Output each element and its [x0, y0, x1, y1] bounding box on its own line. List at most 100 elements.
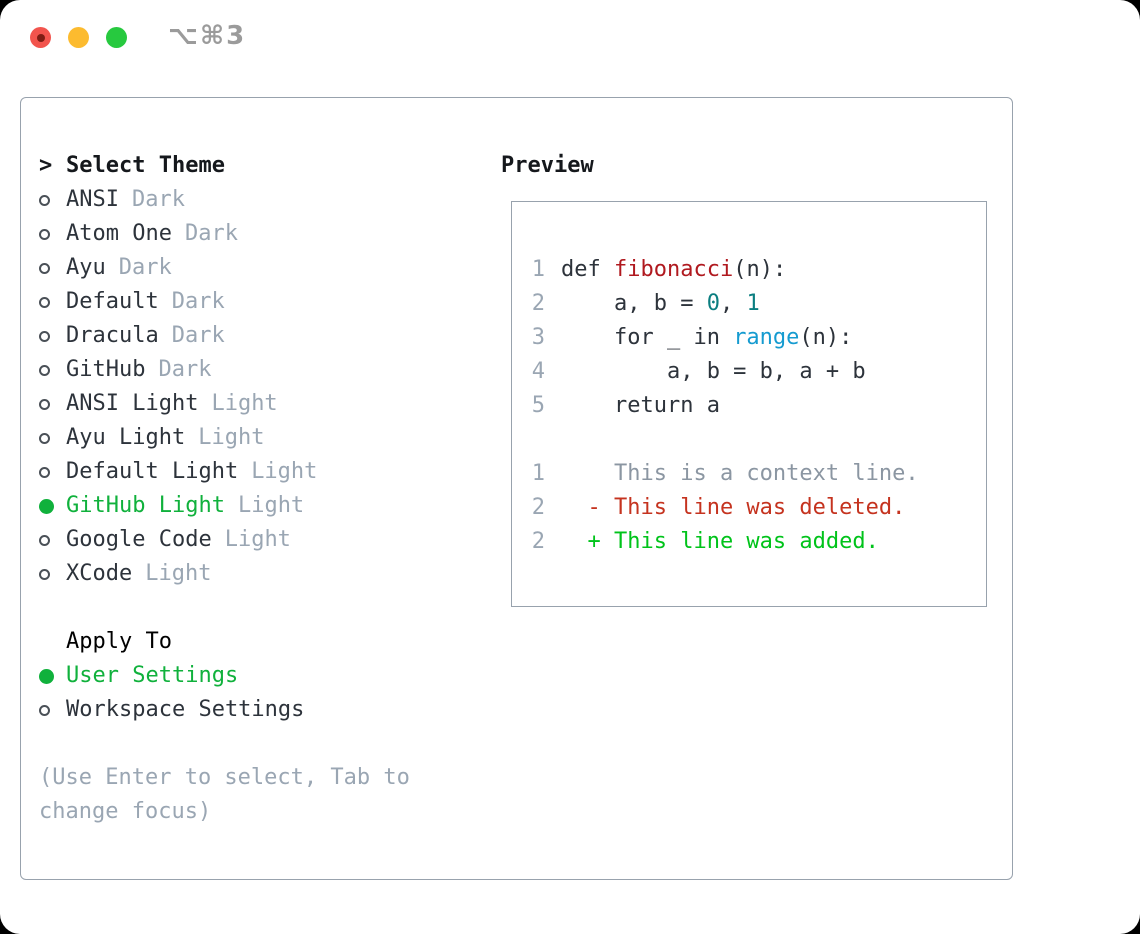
theme-option-name: Default	[66, 289, 159, 314]
code-segment-num: 1	[746, 291, 760, 316]
preview-line: 2 - This line was deleted.	[531, 491, 986, 525]
line-number: 1	[531, 257, 545, 282]
code-segment-builtin: range	[733, 325, 800, 350]
line-number: 2	[531, 495, 545, 520]
code-segment-code: for _ in	[561, 325, 734, 350]
apply-section-title: Apply To	[66, 629, 172, 654]
radio-icon	[39, 228, 66, 240]
close-button-dot-icon	[36, 33, 45, 42]
radio-icon	[39, 466, 66, 478]
prompt-caret-icon: >	[39, 153, 53, 178]
keyboard-hint: (Use Enter to select, Tab to change focu…	[39, 765, 410, 824]
theme-option-name: ANSI Light	[66, 391, 199, 416]
preview-line: 1 def fibonacci(n):	[531, 253, 986, 287]
radio-icon	[39, 398, 66, 410]
theme-option-tag: Dark	[171, 289, 225, 314]
line-number: 5	[531, 393, 545, 418]
preview-line: 3 for _ in range(n):	[531, 321, 986, 355]
theme-option[interactable]: Default Dark	[39, 285, 459, 319]
line-number: 2	[531, 529, 545, 554]
code-segment-deleted: - This line was deleted.	[561, 495, 906, 520]
theme-option-tag: Light	[237, 493, 305, 518]
apply-option-name: Workspace Settings	[66, 697, 305, 722]
titlebar: ⌥⌘3	[0, 0, 1140, 75]
theme-option[interactable]: XCode Light	[39, 557, 459, 591]
theme-option-name: GitHub	[66, 357, 146, 382]
theme-option[interactable]: GitHub Dark	[39, 353, 459, 387]
radio-icon	[39, 668, 66, 684]
radio-icon	[39, 296, 66, 308]
left-column: > Select Theme ANSI Dark Atom One Dark	[39, 149, 459, 829]
code-segment-num: 0	[706, 291, 720, 316]
theme-option-tag: Dark	[118, 255, 172, 280]
theme-option-tag: Dark	[171, 323, 225, 348]
preview-line	[531, 423, 986, 457]
theme-option-name: Google Code	[66, 527, 212, 552]
theme-option-name: Dracula	[66, 323, 159, 348]
theme-option-name: Ayu	[66, 255, 106, 280]
preview-title: Preview	[501, 153, 594, 178]
theme-section-header-row: > Select Theme	[39, 149, 459, 183]
code-segment-code: ,	[719, 291, 747, 316]
theme-picker-panel: > Select Theme ANSI Dark Atom One Dark	[20, 97, 1013, 880]
theme-option-name: Ayu Light	[66, 425, 186, 450]
radio-icon	[39, 498, 66, 514]
code-segment-func: fibonacci	[613, 257, 734, 282]
code-segment-code: def	[561, 257, 614, 282]
theme-option-tag: Light	[251, 459, 318, 484]
theme-option-name: XCode	[66, 561, 133, 586]
theme-option-name: ANSI	[66, 187, 119, 212]
radio-icon	[39, 364, 66, 376]
theme-option[interactable]: Ayu Light Light	[39, 421, 459, 455]
zoom-button[interactable]	[106, 27, 127, 48]
theme-option[interactable]: ANSI Light Light	[39, 387, 459, 421]
radio-icon	[39, 262, 66, 274]
code-segment-code: a, b = b, a + b	[561, 359, 866, 384]
theme-option[interactable]: Google Code Light	[39, 523, 459, 557]
preview-line: 2 + This line was added.	[531, 525, 986, 559]
radio-icon	[39, 330, 66, 342]
line-number: 1	[531, 461, 545, 486]
theme-option-name: Atom One	[66, 221, 172, 246]
code-segment-code: (n):	[733, 257, 787, 282]
code-segment-code: return a	[561, 393, 720, 418]
theme-option-tag: Light	[211, 391, 278, 416]
apply-option[interactable]: Workspace Settings	[39, 693, 459, 727]
apply-option-list: User Settings Workspace Settings	[39, 659, 459, 727]
apply-section-header-row: Apply To	[39, 625, 459, 659]
preview-line: 5 return a	[531, 389, 986, 423]
window-title: ⌥⌘3	[168, 21, 247, 51]
theme-section-title: Select Theme	[66, 153, 225, 178]
line-number: 3	[531, 325, 545, 350]
theme-option-name: Default Light	[66, 459, 239, 484]
theme-option-name: GitHub Light	[66, 493, 225, 518]
apply-option[interactable]: User Settings	[39, 659, 459, 693]
radio-icon	[39, 194, 66, 206]
theme-option-tag: Dark	[158, 357, 212, 382]
code-segment-added: + This line was added.	[561, 529, 879, 554]
close-button[interactable]	[30, 27, 51, 48]
theme-option-tag: Dark	[184, 221, 238, 246]
radio-icon	[39, 432, 66, 444]
theme-option[interactable]: Dracula Dark	[39, 319, 459, 353]
theme-option[interactable]: Default Light Light	[39, 455, 459, 489]
preview-line: 4 a, b = b, a + b	[531, 355, 986, 389]
radio-icon	[39, 534, 66, 546]
line-number: 2	[531, 291, 545, 316]
minimize-button[interactable]	[68, 27, 89, 48]
line-number: 4	[531, 359, 545, 384]
radio-icon	[39, 568, 66, 580]
theme-option-tag: Light	[198, 425, 265, 450]
theme-option-list: ANSI Dark Atom One Dark Ayu Dark	[39, 183, 459, 591]
spacer	[39, 591, 459, 625]
theme-option-tag: Light	[224, 527, 291, 552]
theme-option[interactable]: ANSI Dark	[39, 183, 459, 217]
code-segment-code: a, b =	[561, 291, 707, 316]
code-segment-code: (n):	[799, 325, 853, 350]
theme-option[interactable]: GitHub Light Light	[39, 489, 459, 523]
theme-option[interactable]: Atom One Dark	[39, 217, 459, 251]
theme-option[interactable]: Ayu Dark	[39, 251, 459, 285]
spacer	[39, 727, 459, 761]
